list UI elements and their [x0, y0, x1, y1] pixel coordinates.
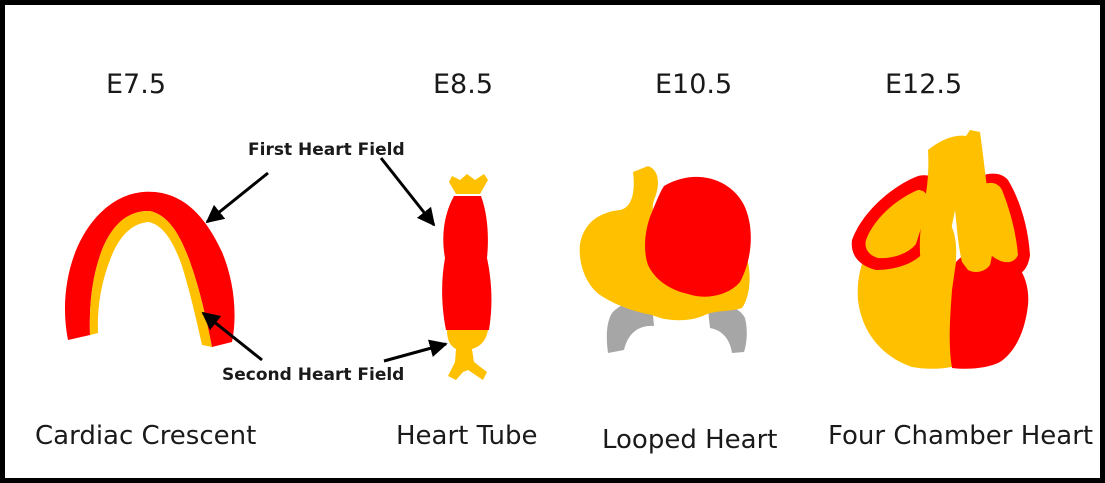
heart-tube-shape: [442, 174, 491, 380]
arrow-shf-tube: [384, 344, 446, 361]
arrow-fhf-crescent: [207, 173, 268, 222]
looped-heart-shape: [580, 166, 751, 353]
four-chamber-heart-shape: [852, 130, 1030, 369]
cardiac-crescent-shape: [65, 192, 235, 347]
arrow-fhf-tube: [381, 158, 434, 225]
